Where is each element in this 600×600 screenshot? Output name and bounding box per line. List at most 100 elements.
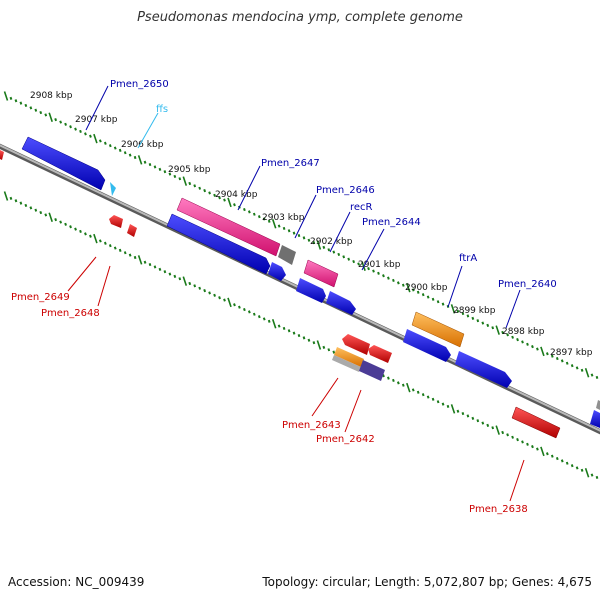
connector-pmen-2640 bbox=[505, 289, 521, 329]
track-dot bbox=[501, 430, 505, 435]
connector-recr bbox=[329, 211, 351, 253]
gene-pmen-2650-arrow[interactable] bbox=[21, 136, 106, 191]
gene-label-pmen-2650[interactable]: Pmen_2650 bbox=[110, 79, 169, 90]
track-dot bbox=[252, 312, 256, 316]
gene-label-pmen-2640[interactable]: Pmen_2640 bbox=[498, 279, 557, 290]
forward-strand-genes bbox=[21, 136, 600, 428]
track-dot bbox=[153, 265, 157, 269]
gene-right-edge-gray[interactable] bbox=[596, 400, 600, 410]
gene-ffs-marker[interactable] bbox=[110, 182, 116, 196]
track-dot bbox=[113, 246, 117, 250]
track-dot bbox=[282, 226, 286, 231]
track-dot bbox=[252, 212, 256, 216]
track-dot bbox=[342, 255, 346, 259]
kbp-major-tick bbox=[93, 133, 98, 144]
kbp-label: 2901 kbp bbox=[358, 260, 401, 270]
reverse-strand-genes bbox=[0, 150, 561, 439]
kbp-major-tick bbox=[48, 212, 53, 223]
track-dot bbox=[416, 390, 420, 394]
gene-label-pmen-2638[interactable]: Pmen_2638 bbox=[469, 504, 528, 515]
track-dot bbox=[277, 224, 281, 228]
gene-pmen-2643-red[interactable] bbox=[342, 334, 370, 355]
track-dot bbox=[133, 255, 137, 260]
gene-recr-arrow[interactable] bbox=[296, 278, 326, 303]
track-dot bbox=[486, 323, 490, 328]
track-dot bbox=[471, 316, 475, 320]
gene-pmen-2649-red[interactable] bbox=[109, 215, 123, 228]
gene-blue-under-2647[interactable] bbox=[166, 213, 271, 275]
track-dot bbox=[481, 421, 485, 425]
track-dot bbox=[545, 352, 549, 356]
gene-label-ffs[interactable]: ffs bbox=[156, 104, 168, 115]
gene-label-ftra[interactable]: ftrA bbox=[459, 253, 477, 264]
track-dot bbox=[257, 315, 261, 319]
track-dot bbox=[595, 375, 599, 380]
gene-pmen-2647-pink[interactable] bbox=[176, 197, 281, 257]
connector-ftra bbox=[447, 265, 463, 308]
gene-labels-reverse: Pmen_2649 Pmen_2648 Pmen_2643 Pmen_2642 … bbox=[11, 292, 528, 515]
track-dot bbox=[243, 207, 246, 212]
track-dot bbox=[188, 281, 192, 286]
gene-left-edge-red[interactable] bbox=[0, 150, 4, 160]
track-dot bbox=[521, 340, 524, 344]
gene-label-pmen-2642[interactable]: Pmen_2642 bbox=[316, 434, 375, 445]
gene-pmen-2638-red[interactable] bbox=[511, 406, 561, 439]
gene-red-second[interactable] bbox=[368, 345, 392, 363]
track-dot bbox=[565, 361, 569, 365]
gene-ftra-orange[interactable] bbox=[411, 311, 465, 348]
track-dot bbox=[486, 423, 490, 428]
gene-pmen-2642-purple[interactable] bbox=[359, 360, 385, 381]
track-dot bbox=[382, 274, 385, 278]
gene-pmen-2643-orange[interactable] bbox=[334, 347, 364, 367]
track-dot bbox=[218, 296, 221, 300]
track-dot bbox=[322, 245, 326, 249]
track-dot bbox=[312, 241, 316, 245]
gene-pmen-2644-arrow[interactable] bbox=[326, 291, 356, 315]
gene-pmen-2642-gray[interactable] bbox=[332, 355, 361, 372]
track-dot bbox=[367, 267, 370, 271]
kbp-major-tick bbox=[48, 112, 53, 123]
connector-pmen-2643 bbox=[311, 377, 339, 417]
track-dot bbox=[426, 395, 430, 399]
gene-label-pmen-2649[interactable]: Pmen_2649 bbox=[11, 292, 70, 303]
track-dot bbox=[208, 291, 211, 295]
track-dot bbox=[531, 345, 534, 349]
track-dot bbox=[44, 213, 48, 217]
gene-blue-small-arrow[interactable] bbox=[268, 262, 286, 281]
track-dot bbox=[29, 106, 33, 110]
gene-pmen-2647-gray[interactable] bbox=[278, 245, 296, 265]
gene-label-recr[interactable]: recR bbox=[350, 202, 373, 213]
track-dot bbox=[34, 108, 38, 112]
track-dot bbox=[24, 203, 28, 208]
connector-pmen-2638 bbox=[509, 459, 525, 502]
track-dot bbox=[481, 321, 485, 325]
track-dot bbox=[44, 113, 48, 117]
connector-ffs bbox=[137, 112, 159, 149]
track-dot bbox=[203, 288, 207, 293]
track-dot bbox=[39, 110, 43, 115]
gene-pmen-2646-pink[interactable] bbox=[303, 259, 339, 288]
gene-pmen-2648-red[interactable] bbox=[127, 224, 137, 237]
gene-blue-under-ftra[interactable] bbox=[403, 329, 451, 362]
track-dot bbox=[148, 162, 152, 167]
track-dot bbox=[79, 129, 82, 134]
track-dot bbox=[461, 311, 465, 316]
track-dot bbox=[108, 244, 112, 248]
accession-text: Accession: NC_009439 bbox=[8, 575, 145, 589]
track-dot bbox=[580, 368, 584, 372]
gene-label-pmen-2647[interactable]: Pmen_2647 bbox=[261, 158, 320, 169]
track-dot bbox=[84, 132, 87, 136]
kbp-label: 2905 kbp bbox=[168, 165, 211, 175]
gene-label-pmen-2648[interactable]: Pmen_2648 bbox=[41, 308, 100, 319]
track-dot bbox=[476, 319, 480, 323]
gene-labels-forward: Pmen_2650 ffs Pmen_2647 Pmen_2646 recR P… bbox=[110, 79, 557, 290]
gene-right-edge-arrow[interactable] bbox=[590, 410, 600, 428]
track-dot bbox=[456, 309, 460, 313]
gene-label-pmen-2644[interactable]: Pmen_2644 bbox=[362, 217, 421, 228]
gene-pmen-2640-arrow[interactable] bbox=[455, 351, 512, 388]
track-dot bbox=[580, 468, 584, 472]
gene-label-pmen-2643[interactable]: Pmen_2643 bbox=[282, 420, 341, 431]
track-dot bbox=[575, 466, 579, 470]
gene-label-pmen-2646[interactable]: Pmen_2646 bbox=[316, 185, 375, 196]
track-dot bbox=[307, 338, 311, 342]
